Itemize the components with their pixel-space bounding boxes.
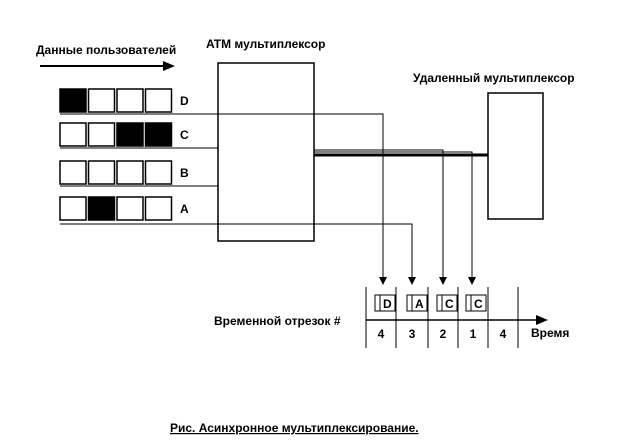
cell-letter: A	[415, 297, 424, 311]
cell-letter: C	[474, 297, 483, 311]
cell-letter: C	[445, 297, 454, 311]
time-axis-arrowhead	[536, 315, 548, 325]
data-cell-empty	[87, 122, 116, 147]
time-slot-cell: C	[436, 294, 458, 312]
data-cell-empty	[144, 160, 173, 185]
data-cell-empty	[59, 196, 87, 221]
atm-mux-label: ATM мультиплексор	[206, 37, 325, 51]
slot-numbers: 4 3 2 1 4	[378, 327, 507, 341]
data-cell-empty	[87, 88, 116, 113]
user-label: B	[180, 166, 189, 180]
data-cell-empty	[87, 160, 116, 185]
time-label: Время	[531, 326, 569, 340]
user-label: D	[180, 94, 189, 108]
user-row-b: B	[59, 160, 189, 185]
slot-number: 1	[470, 327, 477, 341]
data-cell-filled	[116, 122, 144, 147]
user-label: C	[180, 128, 189, 142]
data-cell-empty	[116, 196, 144, 221]
route-d	[60, 113, 387, 285]
data-cell-empty	[144, 196, 173, 221]
data-cell-empty	[116, 160, 144, 185]
user-label: A	[180, 202, 189, 216]
user-data-label: Данные пользователей	[36, 43, 176, 57]
user-row-a: A	[59, 196, 189, 221]
data-cell-filled	[144, 122, 173, 147]
data-cell-filled	[87, 196, 116, 221]
user-row-d: D	[59, 88, 189, 113]
data-cell-empty	[59, 160, 87, 185]
data-cell-empty	[59, 122, 87, 147]
slot-number: 4	[378, 327, 385, 341]
remote-mux-box	[487, 92, 544, 220]
time-slot-cell: A	[406, 294, 428, 312]
user-row-c: C	[59, 122, 189, 147]
route-a	[60, 223, 416, 285]
data-flow-arrowhead	[163, 61, 175, 71]
route-c1	[314, 149, 447, 285]
data-cell-filled	[59, 88, 87, 113]
time-slot-cell: D	[374, 294, 396, 312]
time-slot-cell: C	[465, 294, 487, 312]
slot-number: 2	[440, 327, 447, 341]
timeline: D A C C 4 3 2 1 4	[365, 287, 548, 348]
figure-caption: Рис. Асинхронное мультиплексирование.	[170, 421, 419, 435]
data-cell-empty	[116, 88, 144, 113]
time-slot-label: Временной отрезок #	[214, 314, 341, 328]
user-rows: D C B A	[59, 88, 218, 225]
slot-number: 4	[500, 327, 507, 341]
atm-mux-box	[217, 62, 315, 242]
cell-letter: D	[383, 297, 392, 311]
route-c2	[314, 151, 476, 285]
slot-number: 3	[409, 327, 416, 341]
data-cell-empty	[144, 88, 173, 113]
remote-mux-label: Удаленный мультиплексор	[413, 71, 575, 85]
